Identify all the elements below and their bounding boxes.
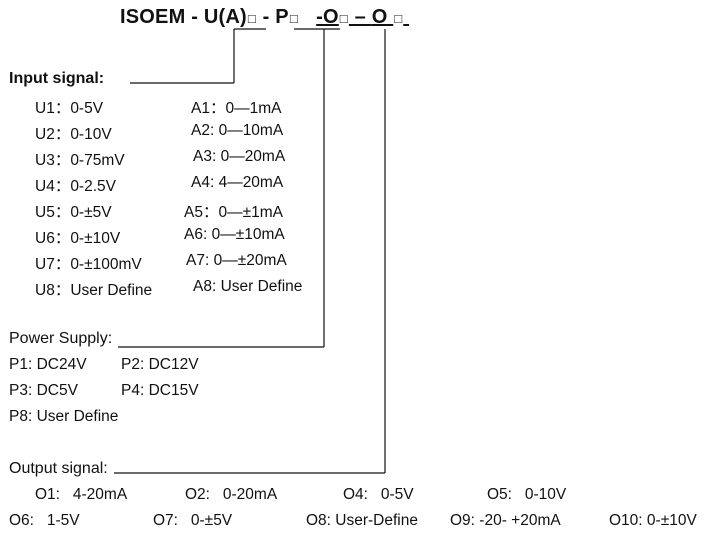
input-current-item: A8: User Define xyxy=(193,278,303,295)
input-voltage-item: U4：0-2.5V xyxy=(35,178,116,195)
power-code-box: □ xyxy=(289,11,298,26)
input-code-box: □ xyxy=(247,11,256,26)
input-signal-label: Input signal: xyxy=(9,70,105,87)
output-item: O9: -20- +20mA xyxy=(450,512,561,529)
input-current-item: A3: 0—20mA xyxy=(193,148,286,165)
output-item: O6: 1-5V xyxy=(9,512,80,529)
output-item: O1: 4-20mA xyxy=(35,486,128,503)
input-voltage-item: U3：0-75mV xyxy=(35,152,125,169)
input-current-item: A6: 0—±10mA xyxy=(184,226,285,243)
power-supply-label: Power Supply: xyxy=(9,330,113,347)
input-voltage-item: U5：0-±5V xyxy=(35,204,112,221)
output-item: O8: User-Define xyxy=(306,512,418,529)
input-voltage-item: U8：User Define xyxy=(35,282,153,299)
output-item: O10: 0-±10V xyxy=(609,512,697,529)
input-current-item: A7: 0—±20mA xyxy=(186,252,287,269)
output-code: -O□ – O □ xyxy=(316,6,403,28)
power-item: P3: DC5V xyxy=(9,382,78,399)
model-code-title: ISOEM - U(A)□ - P□ -O□ – O □ xyxy=(120,6,409,29)
input-voltage-item: U1：0-5V xyxy=(35,100,104,117)
separator: - xyxy=(256,6,276,28)
input-current-item: A1：0—1mA xyxy=(191,100,282,117)
output-item: O2: 0-20mA xyxy=(185,486,278,503)
input-current-item: A4: 4—20mA xyxy=(191,174,284,191)
output-item: O4: 0-5V xyxy=(343,486,414,503)
output-item: O5: 0-10V xyxy=(487,486,567,503)
input-voltage-item: U2：0-10V xyxy=(35,126,112,143)
power-item: P2: DC12V xyxy=(121,356,199,373)
power-code: P xyxy=(275,6,289,28)
power-item: P8: User Define xyxy=(9,408,119,425)
input-current-item: A2: 0—10mA xyxy=(191,122,284,139)
power-item: P4: DC15V xyxy=(121,382,199,399)
power-item: P1: DC24V xyxy=(9,356,87,373)
output-item: O7: 0-±5V xyxy=(153,512,233,529)
output-signal-label: Output signal: xyxy=(9,460,108,477)
input-voltage-item: U6：0-±10V xyxy=(35,230,121,247)
input-voltage-item: U7：0-±100mV xyxy=(35,256,142,273)
input-current-item: A5：0—±1mA xyxy=(184,204,283,221)
model-prefix: ISOEM - xyxy=(120,6,204,28)
input-code: U(A) xyxy=(203,6,247,28)
